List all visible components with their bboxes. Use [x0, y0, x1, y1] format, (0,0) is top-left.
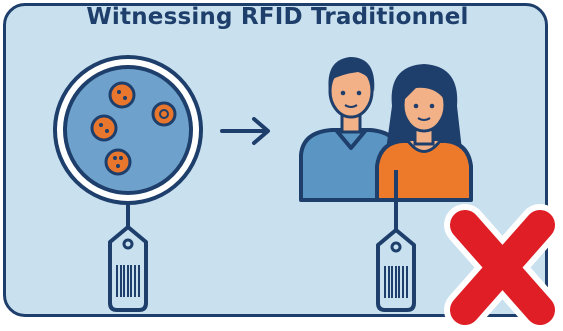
cell-icon [104, 148, 132, 176]
cell-icon [108, 81, 136, 109]
cell-icon [151, 101, 177, 127]
arrow-right-icon [220, 117, 270, 145]
rfid-tag-icon [376, 228, 416, 312]
cell-icon [90, 114, 118, 142]
couple-icon [299, 57, 473, 230]
woman-figure [375, 64, 473, 202]
red-cross-icon [444, 204, 561, 331]
diagram-title: Witnessing RFID Traditionnel [86, 4, 469, 30]
petri-dish-icon [53, 55, 203, 228]
rfid-tag-icon [108, 225, 148, 312]
